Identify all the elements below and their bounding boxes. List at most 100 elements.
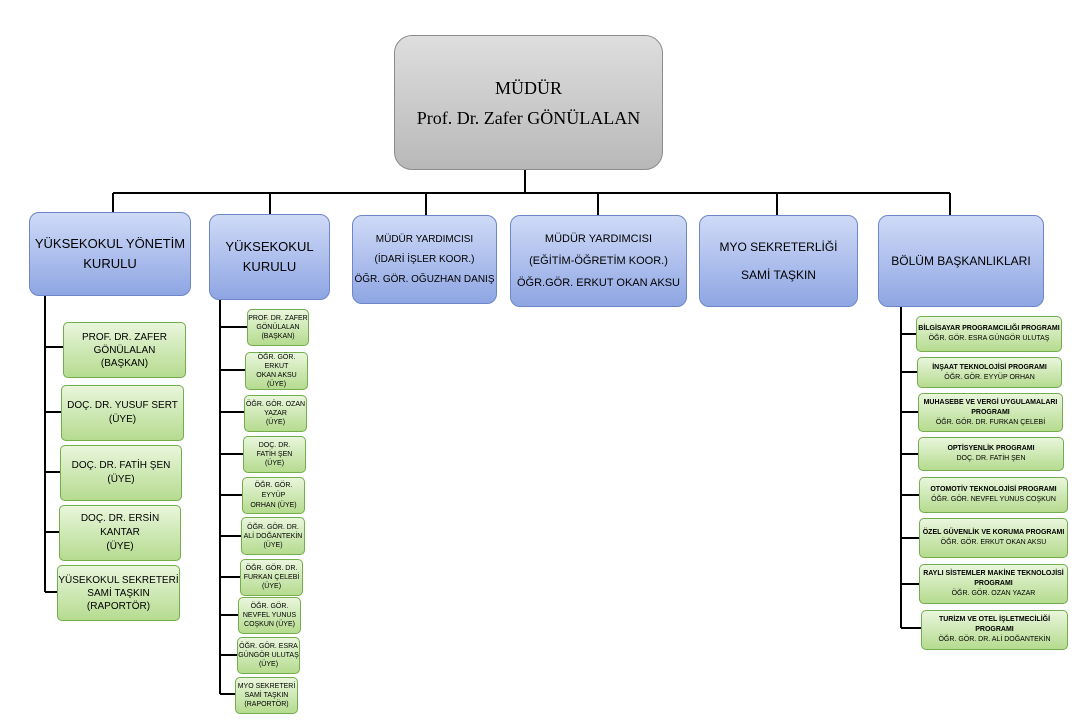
unit-line: SAMİ TAŞKIN (741, 268, 816, 282)
member-line: OKAN AKSU (256, 372, 297, 379)
program-box: MUHASEBE VE VERGİ UYGULAMALARI PROGRAMI … (918, 393, 1063, 432)
program-title: OPTİSYENLİK PROGRAMI (947, 445, 1035, 452)
yonetim-member-box: YÜSEKOKUL SEKRETERİ SAMİ TAŞKIN (RAPORTÖ… (57, 565, 180, 621)
member-line: GÜNGÖR ULUTAŞ (238, 652, 299, 659)
member-line: (ÜYE) (106, 541, 134, 552)
member-line: (ÜYE) (258, 661, 279, 668)
program-box: İNŞAAT TEKNOLOJİSİ PROGRAMI ÖĞR. GÖR. EY… (917, 357, 1062, 388)
unit-bolum-baskanliklari: BÖLÜM BAŞKANLIKLARI (878, 215, 1044, 307)
unit-mudur-yardimcisi-egitim: MÜDÜR YARDIMCISI (EĞİTİM-ÖĞRETİM KOOR.) … (510, 215, 687, 307)
member-line: PROF. DR. ZAFER (248, 315, 308, 322)
member-line: YAZAR (264, 410, 287, 417)
member-line: GÖNÜLALAN (256, 324, 300, 331)
yonetim-member-box: DOÇ. DR. YUSUF SERT (ÜYE) (61, 385, 184, 441)
unit-line: (EĞİTİM-ÖĞRETİM KOOR.) (529, 255, 668, 267)
member-line: (ÜYE) (261, 583, 282, 590)
member-line: ÖĞR. GÖR. ERKUT (257, 354, 296, 370)
program-head: ÖĞR. GÖR. ERKUT OKAN AKSU (940, 539, 1047, 546)
member-line: DOÇ. DR. ERSİN KANTAR (80, 513, 160, 538)
program-head: ÖĞR. GÖR. ESRA GÜNGÖR ULUTAŞ (928, 335, 1050, 342)
yonetim-member-box: DOÇ. DR. FATİH ŞEN (ÜYE) (60, 445, 182, 501)
director-title: MÜDÜR (494, 77, 562, 98)
member-line: ÖĞR. GÖR. DR. (247, 523, 299, 531)
unit-line: ÖĞR. GÖR. OĞUZHAN DANIŞ (354, 273, 495, 285)
unit-line: ÖĞR.GÖR. ERKUT OKAN AKSU (517, 277, 680, 289)
kurul-member-box: ÖĞR. GÖR. DR. FURKAN ÇELEBİ (ÜYE) (240, 559, 303, 596)
member-line: ÖĞR. GÖR. ESRA (239, 643, 298, 650)
unit-line: YÜKSEKOKUL (225, 239, 314, 254)
yonetim-member-box: DOÇ. DR. ERSİN KANTAR (ÜYE) (59, 505, 181, 561)
unit-mudur-yardimcisi-idari: MÜDÜR YARDIMCISI (İDARİ İŞLER KOOR.) ÖĞR… (352, 215, 497, 304)
kurul-member-box: ÖĞR. GÖR. EYYÜP ORHAN (ÜYE) (242, 477, 305, 514)
kurul-member-box: ÖĞR. GÖR. ESRA GÜNGÖR ULUTAŞ (ÜYE) (237, 637, 300, 674)
director-name: Prof. Dr. Zafer GÖNÜLALAN (416, 107, 641, 128)
program-title: İNŞAAT TEKNOLOJİSİ PROGRAMI (932, 363, 1047, 371)
program-box: TURİZM VE OTEL İŞLETMECİLİĞİ PROGRAMI ÖĞ… (921, 610, 1068, 650)
program-title: BİLGİSAYAR PROGRAMCILIĞI PROGRAMI (918, 325, 1060, 332)
program-title: PROGRAMI (974, 580, 1013, 587)
unit-line: MÜDÜR YARDIMCISI (544, 233, 653, 245)
member-line: GÖNÜLALAN (93, 344, 156, 356)
member-line: COŞKUN (ÜYE) (244, 621, 295, 628)
member-line: DOÇ. DR. YUSUF SERT (67, 400, 178, 411)
member-line: (ÜYE) (107, 474, 135, 485)
member-line: (RAPORTÖR) (86, 600, 151, 612)
unit-yonetim-kurulu: YÜKSEKOKUL YÖNETİM KURULU (29, 212, 191, 296)
program-box: OTOMOTİV TEKNOLOJİSİ PROGRAMI ÖĞR. GÖR. … (919, 477, 1068, 513)
member-line: FURKAN ÇELEBİ (243, 574, 300, 581)
program-title: PROGRAMI (971, 408, 1010, 416)
member-line: (ÜYE) (263, 541, 283, 549)
program-title: OTOMOTİV TEKNOLOJİSİ PROGRAMI (930, 486, 1057, 493)
unit-yuksekokul-kurulu: YÜKSEKOKUL KURULU (209, 214, 330, 300)
unit-myo-sekreterligi: MYO SEKRETERLİĞİ SAMİ TAŞKIN (699, 215, 858, 307)
member-line: SAMİ TAŞKIN (87, 587, 150, 599)
member-line: FATİH ŞEN (256, 451, 293, 458)
unit-line: KURULU (83, 256, 137, 271)
program-head: ÖĞR. GÖR. EYYÜP ORHAN (944, 373, 1035, 381)
member-line: PROF. DR. ZAFER (81, 331, 167, 343)
kurul-member-box: ÖĞR. GÖR. DR. ALİ DOĞANTEKİN (ÜYE) (241, 517, 305, 555)
member-line: (BAŞKAN) (100, 357, 149, 369)
program-head: ÖĞR. GÖR. NEVFEL YUNUS COŞKUN (931, 496, 1056, 503)
program-box: OPTİSYENLİK PROGRAMI DOÇ. DR. FATİH ŞEN (918, 437, 1064, 471)
member-line: ÖĞR. GÖR. (250, 603, 289, 610)
member-line: ÖĞR. GÖR. DR. (245, 565, 298, 572)
program-title: TURİZM VE OTEL İŞLETMECİLİĞİ (938, 616, 1051, 623)
member-line: ÖĞR. GÖR. OZAN (245, 401, 306, 408)
director-box: MÜDÜR Prof. Dr. Zafer GÖNÜLALAN (394, 35, 663, 170)
member-line: ÖĞR. GÖR. EYYÜP (254, 481, 293, 499)
program-title: ÖZEL GÜVENLİK VE KORUMA PROGRAMI (922, 529, 1065, 536)
program-box: BİLGİSAYAR PROGRAMCILIĞI PROGRAMI ÖĞR. G… (916, 316, 1062, 352)
member-line: MYO SEKRETERİ (237, 683, 296, 690)
member-line: DOÇ. DR. FATİH ŞEN (71, 460, 171, 471)
member-line: (RAPORTÖR) (244, 701, 289, 708)
program-title: RAYLI SİSTEMLER MAKİNE TEKNOLOJİSİ (923, 570, 1064, 577)
unit-line: MÜDÜR YARDIMCISI (375, 233, 474, 245)
yonetim-member-box: PROF. DR. ZAFER GÖNÜLALAN (BAŞKAN) (63, 322, 186, 378)
member-line: (ÜYE) (265, 419, 286, 426)
kurul-member-box: MYO SEKRETERİ SAMİ TAŞKIN (RAPORTÖR) (235, 677, 298, 714)
kurul-member-box: ÖĞR. GÖR. NEVFEL YUNUS COŞKUN (ÜYE) (238, 597, 301, 634)
program-title: PROGRAMI (975, 626, 1014, 633)
unit-line: MYO SEKRETERLİĞİ (719, 240, 838, 254)
unit-line: KURULU (242, 259, 297, 274)
kurul-member-box: DOÇ. DR. FATİH ŞEN (ÜYE) (243, 436, 306, 473)
member-line: ALİ DOĞANTEKİN (243, 532, 303, 540)
program-box: ÖZEL GÜVENLİK VE KORUMA PROGRAMI ÖĞR. GÖ… (919, 518, 1068, 558)
kurul-member-box: PROF. DR. ZAFER GÖNÜLALAN (BAŞKAN) (247, 309, 309, 346)
member-line: (ÜYE) (108, 414, 137, 425)
member-line: (BAŞKAN) (261, 333, 295, 340)
unit-line: (İDARİ İŞLER KOOR.) (374, 253, 475, 265)
kurul-member-box: ÖĞR. GÖR. OZAN YAZAR (ÜYE) (244, 395, 307, 432)
member-line: ORHAN (ÜYE) (250, 501, 297, 509)
program-head: ÖĞR. GÖR. DR. FURKAN ÇELEBİ (935, 418, 1046, 426)
kurul-member-box: ÖĞR. GÖR. ERKUT OKAN AKSU (ÜYE) (245, 352, 308, 390)
member-line: NEVFEL YUNUS (242, 612, 297, 619)
unit-line: YÜKSEKOKUL YÖNETİM (34, 236, 186, 251)
program-title: MUHASEBE VE VERGİ UYGULAMALARI (923, 398, 1058, 406)
member-line: (ÜYE) (266, 381, 287, 388)
program-box: RAYLI SİSTEMLER MAKİNE TEKNOLOJİSİ PROGR… (919, 564, 1068, 604)
member-line: (ÜYE) (264, 460, 285, 467)
program-head: DOÇ. DR. FATİH ŞEN (956, 455, 1026, 462)
